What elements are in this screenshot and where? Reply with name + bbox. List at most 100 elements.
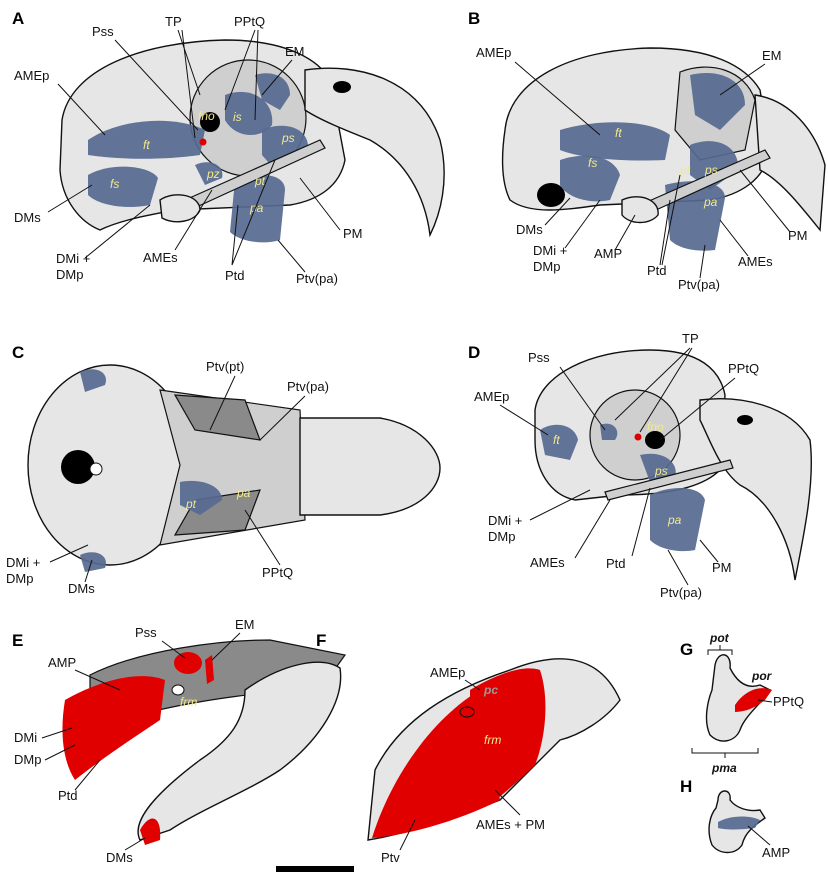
panel-b-label-ames: AMEs bbox=[738, 254, 773, 269]
panel-a-region-ps: ps bbox=[281, 131, 295, 145]
panel-a-label-ptd: Ptd bbox=[225, 268, 245, 283]
panel-c-label-ptvpt: Ptv(pt) bbox=[206, 359, 244, 374]
panel-e-label-em: EM bbox=[235, 617, 255, 632]
panel-d-label-tp: TP bbox=[682, 331, 699, 346]
panel-g: G pot por PPtQ pma bbox=[680, 631, 804, 775]
panel-f-label-pc: pc bbox=[483, 683, 498, 697]
panel-b-beak bbox=[755, 95, 825, 230]
panel-c-label-pptq: PPtQ bbox=[262, 565, 293, 580]
panel-h-leader-line bbox=[748, 826, 770, 845]
panel-a-region-is: is bbox=[233, 110, 242, 124]
panel-g-label-pma: pma bbox=[711, 761, 737, 775]
panel-b-label-ptd: Ptd bbox=[647, 263, 667, 278]
panel-d-label-ptd: Ptd bbox=[606, 556, 626, 571]
panel-c-region-pa: pa bbox=[236, 486, 251, 500]
panel-d-beak bbox=[700, 399, 811, 580]
panel-d-label-amep: AMEp bbox=[474, 389, 509, 404]
panel-b-label-dms: DMs bbox=[516, 222, 543, 237]
panel-d-region-ps: ps bbox=[654, 464, 668, 478]
panel-d-label-dmp: DMp bbox=[488, 529, 515, 544]
panel-d-label-pptq: PPtQ bbox=[728, 361, 759, 376]
panel-c-label-dmi: DMi + bbox=[6, 555, 40, 570]
panel-d-label-pss: Pss bbox=[528, 350, 550, 365]
panel-d-region-ft: ft bbox=[553, 433, 560, 447]
panel-a-label-ptv: Ptv(pa) bbox=[296, 271, 338, 286]
panel-a-red-mark bbox=[200, 139, 207, 146]
panel-e-ptd-area bbox=[62, 676, 165, 780]
panel-d-region-pa: pa bbox=[667, 513, 682, 527]
panel-b-label-dmp: DMp bbox=[533, 259, 560, 274]
panel-b-label-dmi: DMi + bbox=[533, 243, 567, 258]
panel-g-label-pot: pot bbox=[709, 631, 730, 645]
panel-d-label-dmi: DMi + bbox=[488, 513, 522, 528]
panel-d-red-mark bbox=[635, 434, 642, 441]
panel-b-region-fs: fs bbox=[588, 156, 597, 170]
panel-a-label-em: EM bbox=[285, 44, 305, 59]
panel-e-label-dmp: DMp bbox=[14, 752, 41, 767]
panel-d-letter: D bbox=[468, 343, 480, 362]
panel-f-region-frm: frm bbox=[484, 733, 501, 747]
panel-b-region-ps: ps bbox=[704, 163, 718, 177]
panel-c-letter: C bbox=[12, 343, 24, 362]
panel-h-label-amp: AMP bbox=[762, 845, 790, 860]
panel-b-label-amp: AMP bbox=[594, 246, 622, 261]
panel-b-region-ft: ft bbox=[615, 126, 622, 140]
panel-b-letter: B bbox=[468, 9, 480, 28]
scale-bar bbox=[276, 866, 354, 872]
panel-f-letter: F bbox=[316, 631, 326, 650]
panel-c-region-pt: pt bbox=[185, 497, 197, 511]
panel-c: C pt pa Ptv(pt) Ptv(pa) DMi + DMp DMs PP… bbox=[6, 343, 440, 596]
panel-b-label-ptv: Ptv(pa) bbox=[678, 277, 720, 292]
panel-b-ear-opening bbox=[537, 183, 565, 207]
panel-g-pot-bracket bbox=[708, 645, 732, 655]
panel-g-letter: G bbox=[680, 640, 693, 659]
panel-f-label-amep: AMEp bbox=[430, 665, 465, 680]
panel-a-region-fs: fs bbox=[110, 177, 119, 191]
panel-a-region-pz: pz bbox=[206, 167, 220, 181]
panel-a-label-dms: DMs bbox=[14, 210, 41, 225]
panel-a: A ft fs fno is ps pz pt pa Pss TP PPtQ E… bbox=[12, 9, 444, 286]
panel-c-label-ptvpa: Ptv(pa) bbox=[287, 379, 329, 394]
panel-d-label-pm: PM bbox=[712, 560, 732, 575]
panel-a-label-amep: AMEp bbox=[14, 68, 49, 83]
panel-a-label-ames: AMEs bbox=[143, 250, 178, 265]
panel-d-label-ames: AMEs bbox=[530, 555, 565, 570]
panel-e-label-amp: AMP bbox=[48, 655, 76, 670]
panel-c-label-dmp: DMp bbox=[6, 571, 33, 586]
panel-e-fenestra bbox=[172, 685, 184, 695]
panel-c-label-dms: DMs bbox=[68, 581, 95, 596]
panel-a-region-fno: fno bbox=[198, 109, 215, 123]
panel-a-nostril bbox=[333, 81, 351, 93]
panel-e-label-ptd: Ptd bbox=[58, 788, 78, 803]
panel-b: B ft fs pt ps pa AMEp EM DMs DMi + DMp A… bbox=[468, 9, 825, 292]
panel-e-region-frm: frm bbox=[180, 695, 197, 709]
panel-e-label-dmi: DMi bbox=[14, 730, 37, 745]
panel-a-muscle-fs bbox=[88, 167, 158, 207]
panel-f-label-ptv: Ptv bbox=[381, 850, 400, 865]
panel-g-pma-bracket bbox=[692, 748, 758, 758]
panel-a-label-pptq: PPtQ bbox=[234, 14, 265, 29]
panel-e-letter: E bbox=[12, 631, 23, 650]
panel-c-beak bbox=[300, 418, 440, 515]
panel-f-label-ames: AMEs + PM bbox=[476, 817, 545, 832]
panel-e-label-dms: DMs bbox=[106, 850, 133, 865]
panel-a-label-pss: Pss bbox=[92, 24, 114, 39]
panel-c-condyle bbox=[90, 463, 102, 475]
panel-a-region-pa: pa bbox=[249, 201, 264, 215]
panel-a-quadrate bbox=[160, 195, 200, 222]
panel-d: D ft fno ps pa TP Pss PPtQ AMEp DMi + DM… bbox=[468, 331, 811, 600]
panel-b-region-pt: pt bbox=[679, 163, 691, 177]
panel-b-label-pm: PM bbox=[788, 228, 808, 243]
panel-f: F frm AMEp pc Ptv AMEs + PM bbox=[316, 631, 620, 865]
panel-e-pss-mark bbox=[174, 652, 202, 674]
panel-d-region-fno: fno bbox=[647, 420, 664, 434]
panel-a-label-tp: TP bbox=[165, 14, 182, 29]
panel-h: H AMP bbox=[680, 777, 790, 860]
panel-b-label-em: EM bbox=[762, 48, 782, 63]
panel-a-region-ft: ft bbox=[143, 138, 150, 152]
panel-d-label-ptv: Ptv(pa) bbox=[660, 585, 702, 600]
panel-a-label-dmp: DMp bbox=[56, 267, 83, 282]
panel-a-label-dmi: DMi + bbox=[56, 251, 90, 266]
panel-d-nostril bbox=[737, 415, 753, 425]
